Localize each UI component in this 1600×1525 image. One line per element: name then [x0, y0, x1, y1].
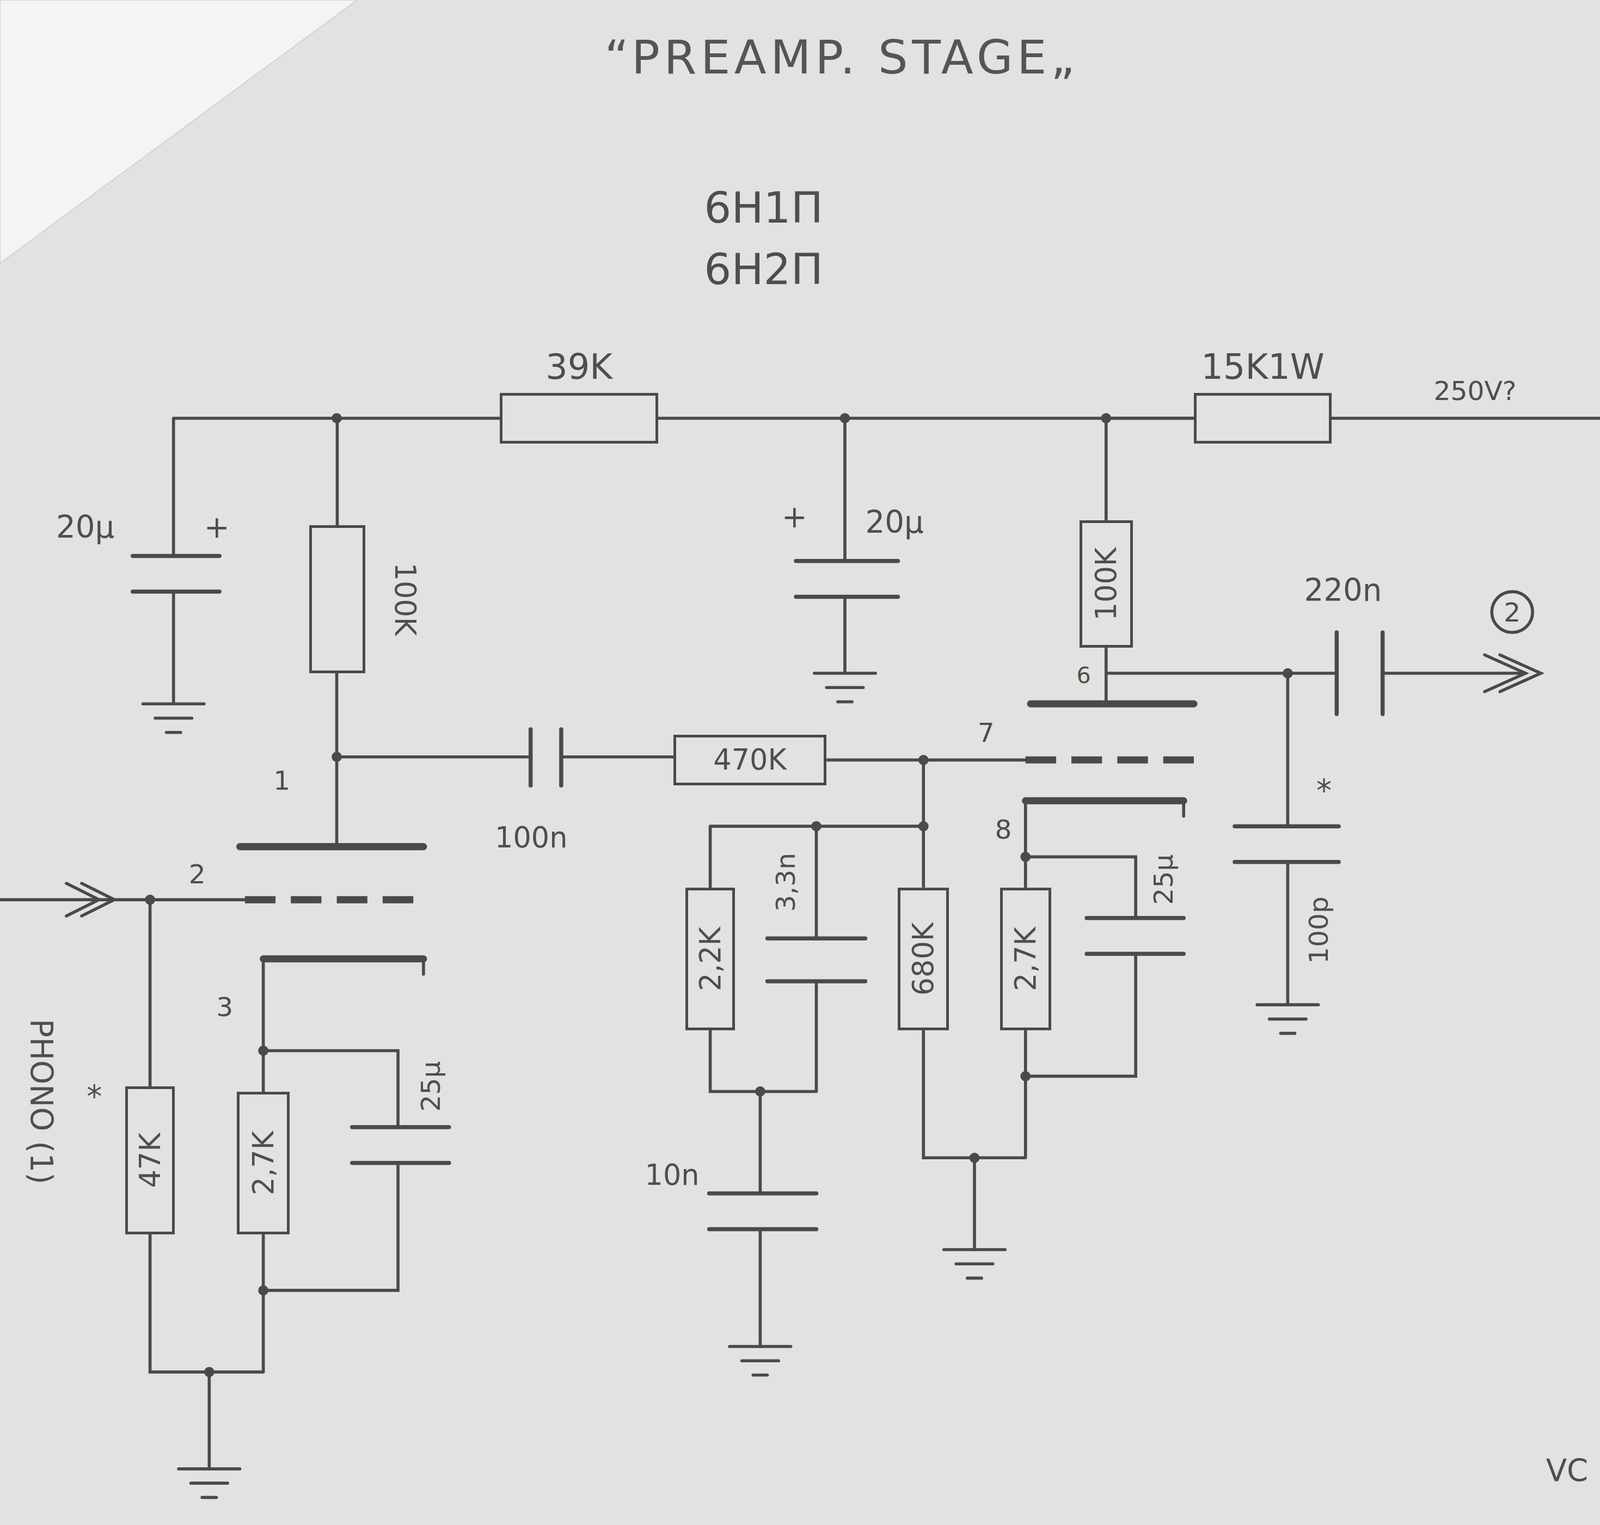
junction-dot [144, 894, 156, 906]
capacitor-value: 100p [1303, 896, 1334, 965]
wire-connector [1106, 418, 1194, 520]
junction-dot [331, 751, 342, 763]
resistor-symbol: 15K1W [1193, 393, 1332, 445]
capacitor-value: 100n [494, 821, 568, 855]
ground-symbol [142, 673, 1318, 1498]
pin-number: 7 [977, 717, 995, 749]
edge-text: VC [1546, 1454, 1589, 1490]
resistor-value: 2,7K [246, 1131, 280, 1196]
capacitor-value: 25µ [1148, 854, 1179, 905]
resistor-symbol: 100K [1079, 520, 1133, 648]
tube-type: 6Н1П [703, 183, 824, 234]
note-mark: * [86, 1079, 102, 1115]
resistor-symbol: 39K [499, 393, 659, 445]
resistor-symbol: 2,7K [1000, 887, 1052, 1031]
wire-connector [826, 759, 924, 888]
title-text: “PREAMP. STAGE„ [604, 30, 1080, 85]
resistor-value: 2,7K [1009, 927, 1042, 992]
polarity-mark: + [781, 499, 808, 536]
wire-connector [336, 418, 500, 526]
resistor-value: 100K [388, 562, 422, 637]
resistor-value: 39K [545, 347, 613, 388]
junction-dot [258, 1285, 269, 1297]
supply-voltage: 250V? [1433, 375, 1517, 407]
pin-number: 3 [216, 991, 234, 1023]
junction-dot [969, 1153, 980, 1164]
junction-dot [258, 1045, 269, 1057]
junction-dot [755, 1086, 766, 1097]
junction-dot [1020, 1071, 1031, 1082]
resistor-symbol: 2,2K [685, 887, 735, 1031]
input-label: PHONO (1) [23, 1019, 59, 1185]
resistor-symbol: 2,7K [236, 1092, 290, 1235]
triode-grid [244, 759, 1194, 900]
resistor-value: 100K [1089, 547, 1123, 622]
junction-dot [1020, 851, 1031, 863]
polarity-mark: + [204, 510, 230, 546]
tube-type: 6Н2П [703, 244, 824, 295]
junction-dot [811, 821, 822, 832]
signal-arrow [66, 654, 1541, 917]
capacitor-value: 220n [1303, 573, 1382, 609]
pin-number: 6 [1076, 663, 1091, 689]
junction-dot [144, 413, 1293, 1378]
callout-number: 2 [1503, 597, 1521, 628]
note-mark: * [1316, 773, 1332, 809]
callout-circle [1491, 591, 1533, 633]
pin-number: 1 [273, 765, 291, 796]
capacitor-value: 10n [645, 1159, 700, 1192]
capacitor-value: 20µ [56, 510, 115, 546]
resistor-value: 15K1W [1200, 347, 1324, 388]
resistor-symbol: 47K [125, 1086, 175, 1235]
capacitor-value: 25µ [415, 1061, 446, 1113]
resistor-symbol: 680K [897, 887, 949, 1031]
resistor-symbol: 470K [673, 734, 827, 787]
resistor-symbol: 100K [309, 525, 366, 674]
resistor-value: 47K [133, 1132, 167, 1188]
capacitor-plates [132, 555, 1383, 1230]
resistor-value: 470K [713, 743, 787, 777]
pin-number: 8 [995, 814, 1013, 845]
paper-corner [0, 0, 358, 264]
resistor-value: 680K [906, 922, 940, 997]
resistor-value: 2,2K [693, 927, 727, 992]
capacitor-value: 3,3n [770, 853, 801, 912]
pin-number: 2 [188, 859, 206, 890]
junction-dot [1282, 668, 1293, 679]
junction-dot [204, 1366, 215, 1378]
wire [0, 418, 1600, 1469]
capacitor-value: 20µ [865, 505, 924, 541]
